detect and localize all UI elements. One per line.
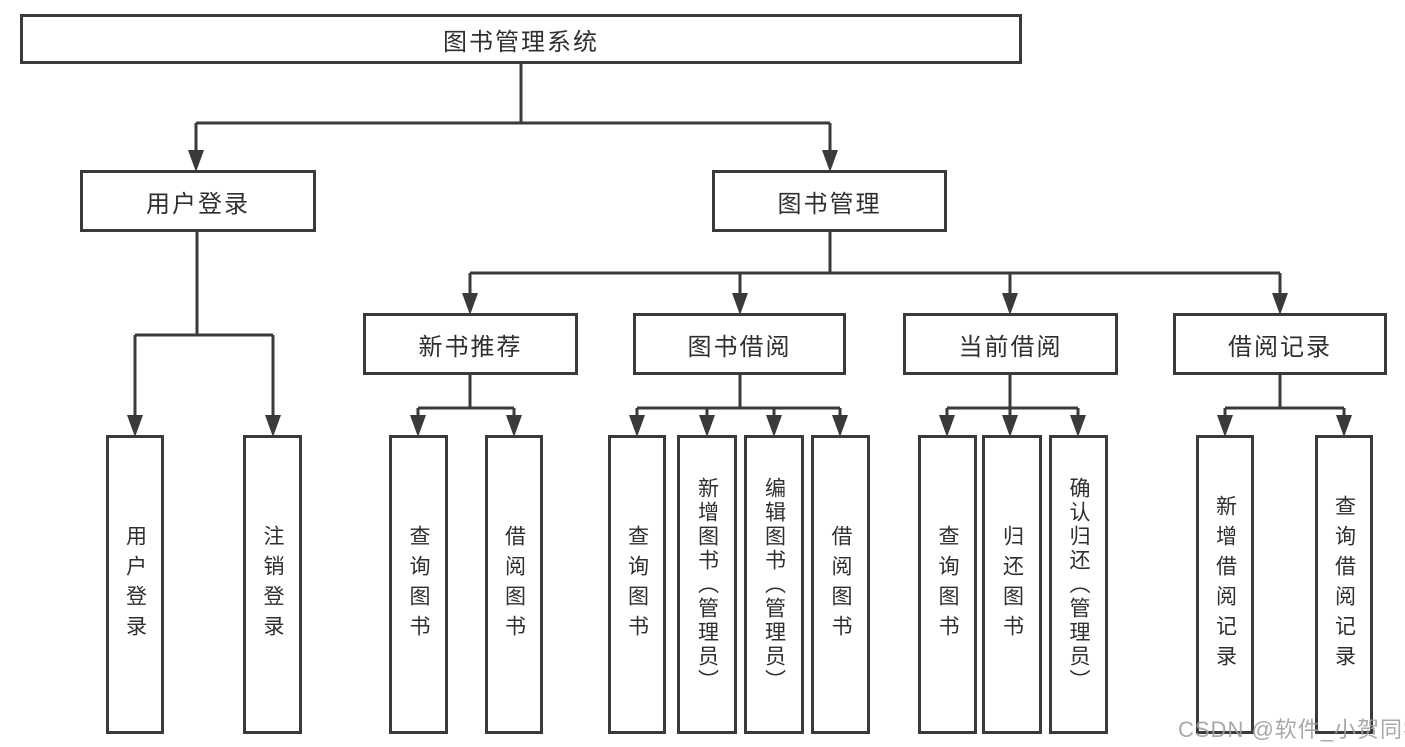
- watermark: CSDN @软件_小贺同学: [1178, 717, 1405, 742]
- node-borrow-records: 借阅记录: [1173, 313, 1387, 375]
- leaf-return-books: 归还图书: [982, 435, 1042, 734]
- node-user-login-branch: 用户登录: [80, 170, 316, 232]
- leaf-query-books-recommend: 查询图书: [389, 435, 448, 734]
- leaf-logout: 注销登录: [243, 435, 302, 734]
- leaf-borrow-books: 借阅图书: [811, 435, 870, 734]
- connector-book-management-children: [462, 232, 1288, 315]
- leaf-add-books-admin: 新增图书（管理员）: [677, 435, 737, 734]
- node-current-borrow: 当前借阅: [903, 313, 1118, 375]
- connector-new-book-children: [410, 375, 522, 437]
- leaf-query-books-borrow: 查询图书: [608, 435, 666, 734]
- connector-borrow-records-children: [1217, 375, 1352, 437]
- leaf-borrow-books-recommend: 借阅图书: [485, 435, 543, 734]
- node-new-book-recommend: 新书推荐: [363, 313, 578, 375]
- connector-current-borrow-children: [939, 375, 1086, 437]
- connector-root-to-level2: [188, 64, 838, 172]
- leaf-edit-books-admin: 编辑图书（管理员）: [744, 435, 804, 734]
- leaf-query-books-current: 查询图书: [918, 435, 977, 734]
- connector-user-login-children: [127, 232, 281, 437]
- node-book-management-branch: 图书管理: [712, 170, 947, 232]
- node-library-management-system: 图书管理系统: [20, 14, 1022, 64]
- leaf-confirm-return-admin: 确认归还（管理员）: [1049, 435, 1108, 734]
- connector-book-borrow-children: [629, 375, 848, 437]
- leaf-add-borrow-record: 新增借阅记录: [1196, 435, 1254, 734]
- node-book-borrow: 图书借阅: [633, 313, 846, 375]
- leaf-user-login: 用户登录: [106, 435, 164, 734]
- leaf-query-borrow-record: 查询借阅记录: [1315, 435, 1373, 734]
